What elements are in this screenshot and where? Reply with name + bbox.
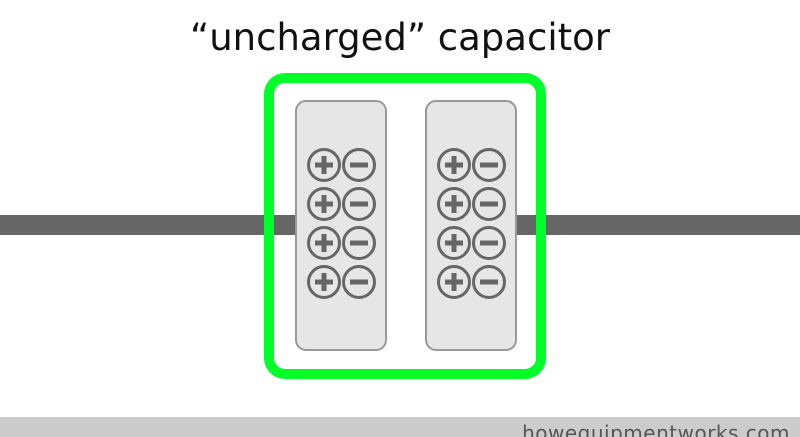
diagram-title: “uncharged” capacitor — [190, 16, 611, 59]
positive-charge-icon — [437, 148, 471, 182]
footer-bar — [0, 417, 800, 437]
right-plate — [425, 100, 517, 351]
negative-charge-icon — [342, 265, 376, 299]
negative-charge-icon — [472, 148, 506, 182]
positive-charge-icon — [437, 226, 471, 260]
positive-charge-icon — [307, 265, 341, 299]
negative-charge-icon — [472, 187, 506, 221]
positive-charge-icon — [307, 226, 341, 260]
negative-charge-icon — [342, 148, 376, 182]
negative-charge-icon — [342, 187, 376, 221]
negative-charge-icon — [472, 265, 506, 299]
negative-charge-icon — [472, 226, 506, 260]
plate-body — [425, 100, 517, 351]
footer-credit: howequipmentworks.com — [522, 421, 790, 437]
plate-body — [295, 100, 387, 351]
positive-charge-icon — [437, 187, 471, 221]
right-wire — [510, 215, 800, 235]
negative-charge-icon — [342, 226, 376, 260]
positive-charge-icon — [437, 265, 471, 299]
left-plate — [295, 100, 387, 351]
left-wire — [0, 215, 300, 235]
positive-charge-icon — [307, 187, 341, 221]
positive-charge-icon — [307, 148, 341, 182]
capacitor-frame — [264, 73, 546, 379]
